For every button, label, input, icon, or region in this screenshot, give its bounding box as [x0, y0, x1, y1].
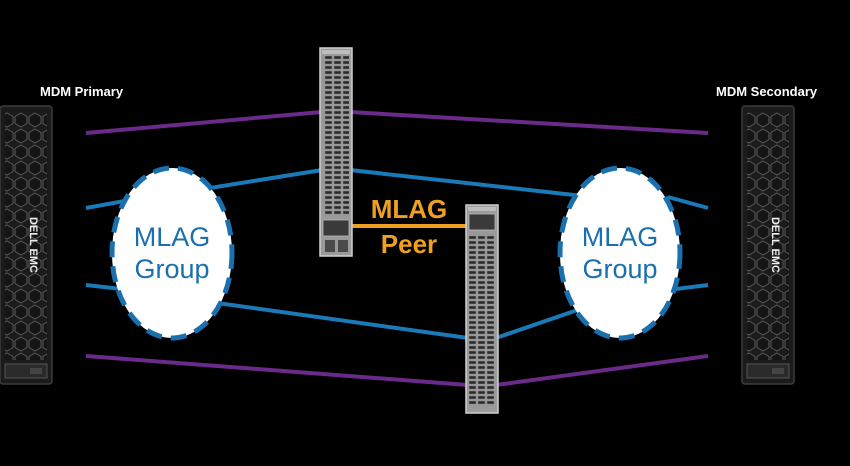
server-secondary-label: MDM Secondary: [716, 84, 818, 99]
switch-bottom-ports: [469, 234, 495, 406]
server-primary-logo: DELL EMC: [27, 217, 39, 273]
blue-link-right-upper-b: [667, 195, 709, 210]
purple-link-bottom-right: [495, 354, 709, 387]
server-secondary-logo: DELL EMC: [769, 217, 781, 273]
mlag-group-right-line1: MLAG: [582, 222, 659, 252]
mlag-group-right: MLAG Group: [557, 165, 683, 341]
switch-top-ports: [323, 56, 349, 216]
server-primary-label: MDM Primary: [40, 84, 124, 99]
mlag-peer-label: MLAG Peer: [371, 194, 448, 259]
server-secondary-bezel: [747, 112, 789, 360]
server-primary-bezel: [5, 112, 47, 360]
purple-link-top-right: [349, 110, 709, 135]
server-secondary: DELL EMC: [741, 105, 795, 385]
mlag-peer-line2: Peer: [381, 229, 437, 259]
purple-link-bottom-left: [85, 354, 469, 387]
mlag-peer-line1: MLAG: [371, 194, 448, 224]
mlag-group-left-line2: Group: [134, 254, 209, 284]
switch-top: [319, 47, 353, 257]
blue-link-left-upper-b: [209, 168, 323, 190]
mlag-group-left-line1: MLAG: [134, 222, 211, 252]
server-primary: DELL EMC: [0, 105, 53, 385]
switch-bottom: [465, 204, 499, 414]
purple-link-top-left: [85, 110, 323, 135]
mlag-group-left: MLAG Group: [109, 165, 235, 341]
blue-link-left-lower-b: [209, 300, 469, 340]
blue-link-right-upper-a: [349, 168, 593, 199]
mlag-group-right-line2: Group: [582, 254, 657, 284]
